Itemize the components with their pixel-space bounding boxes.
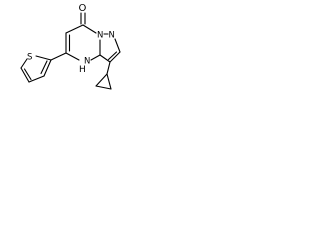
nitrogen-label-nh: N [84,57,90,67]
bond-n4-c3a [90,54,101,61]
bond-n8-c7 [82,24,97,34]
structure-diagram: O N N N H S [20,3,121,90]
bond-n1-c2 [114,38,121,53]
oxygen-label: O [79,3,87,14]
bond-cp2-cp3 [95,85,112,90]
bond-c5-th2 [50,52,67,61]
bond-c7-c6 [65,24,84,34]
bond-th5-th4-double [23,68,32,81]
sulfur-label: S [27,53,32,63]
bond-c5-n4 [65,52,80,61]
nitrogen-label-n1: N [109,31,115,41]
bond-th2-s [35,55,52,61]
bond-th5-th4 [20,67,30,83]
bond-c3-c3a [99,54,111,63]
bond-c2-c3-double [107,51,118,61]
bond-cp1-cp2 [95,73,108,87]
bond-th3-th2-double [40,60,48,75]
bond-th4-th3 [28,75,45,83]
bond-c2-c3 [109,51,121,63]
bond-cp3-cp1 [106,73,112,90]
bond-c3-cp1 [106,61,111,75]
bond-th3-th2 [43,59,52,77]
hydrogen-label-nh: H [79,65,86,75]
bond-s-th5 [20,58,28,69]
nitrogen-label-n8: N [97,31,103,41]
